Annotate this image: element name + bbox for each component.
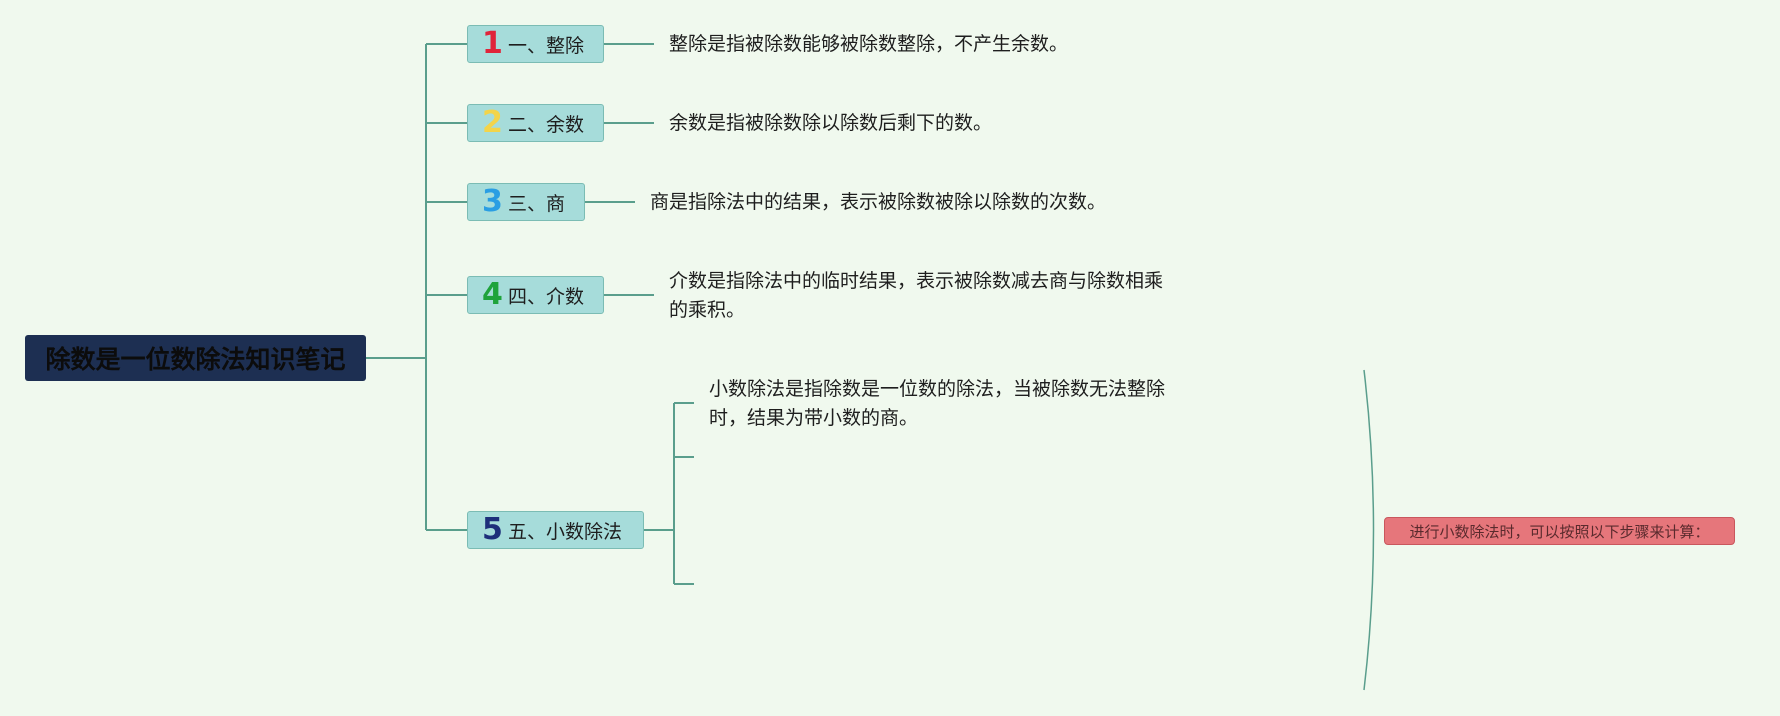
branch-4-description[interactable]: 介数是指除法中的临时结果，表示被除数减去商与除数相乘的乘积。 <box>669 270 1164 321</box>
number-2-icon: 2 <box>482 105 503 140</box>
root-topic[interactable]: 除数是一位数除法知识笔记 <box>25 335 366 381</box>
branch-topic-3[interactable]: 3 三、商 <box>467 183 585 221</box>
branch-3-description[interactable]: 商是指除法中的结果，表示被除数被除以除数的次数。 <box>650 191 1107 213</box>
number-5-icon: 5 <box>482 512 503 547</box>
branch-label: 五、小数除法 <box>508 520 623 543</box>
number-3-icon: 3 <box>482 184 503 219</box>
branch-label: 三、商 <box>508 192 566 215</box>
summary-brace <box>1363 369 1375 691</box>
number-4-icon: 4 <box>482 277 503 312</box>
branch-topic-4[interactable]: 4 四、介数 <box>467 276 604 314</box>
branch-label: 一、整除 <box>508 34 585 57</box>
branch-2-description[interactable]: 余数是指被除数除以除数后剩下的数。 <box>669 112 993 134</box>
branch-1-description[interactable]: 整除是指被除数能够被除数整除，不产生余数。 <box>669 33 1069 55</box>
branch-topic-5[interactable]: 5 五、小数除法 <box>467 511 644 549</box>
branch-label: 二、余数 <box>508 113 585 136</box>
summary-note-text: 进行小数除法时，可以按照以下步骤来计算： <box>1409 522 1710 541</box>
branch-label: 四、介数 <box>508 285 585 308</box>
number-1-icon: 1 <box>482 26 503 61</box>
summary-note[interactable]: 进行小数除法时，可以按照以下步骤来计算： <box>1384 517 1735 545</box>
branch-5-description[interactable]: 小数除法是指除数是一位数的除法，当被除数无法整除时，结果为带小数的商。 <box>709 378 1166 429</box>
branch-topic-2[interactable]: 2 二、余数 <box>467 104 604 142</box>
root-title: 除数是一位数除法知识笔记 <box>45 345 346 374</box>
branch-topic-1[interactable]: 1 一、整除 <box>467 25 604 63</box>
